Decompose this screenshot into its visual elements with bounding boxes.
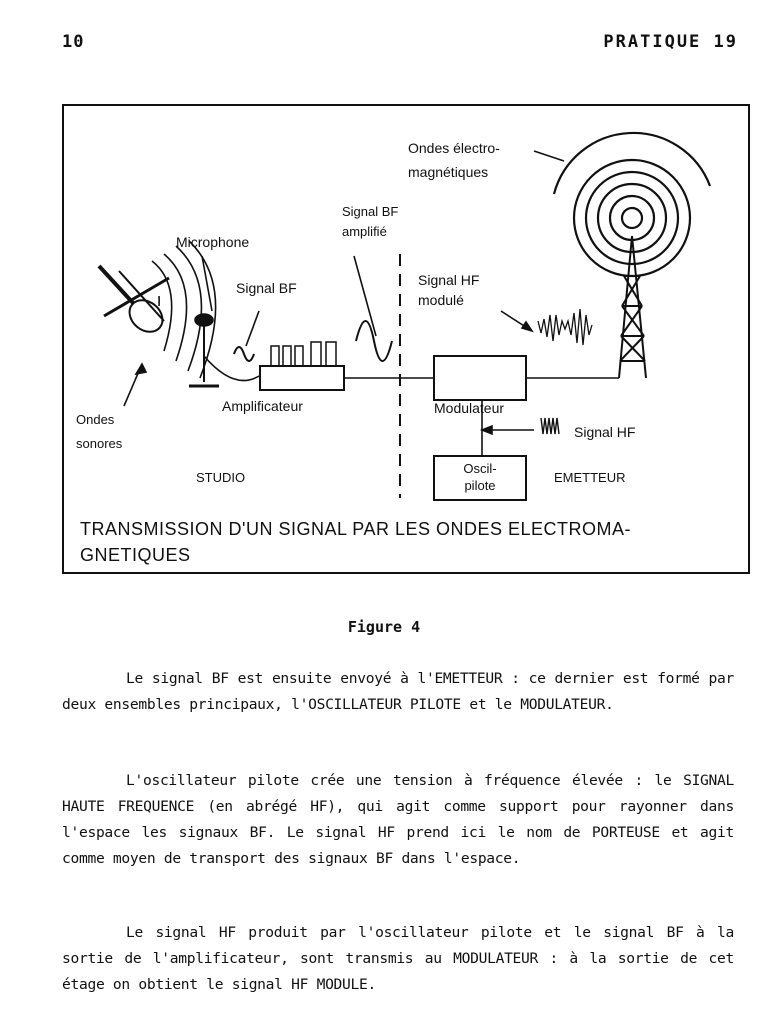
paragraph-3: Le signal HF produit par l'oscillateur p… [62, 920, 734, 998]
figure-diagram: Ondes électro- magnétiques Signal BF amp… [62, 104, 750, 574]
page-number: 10 [62, 32, 85, 52]
microphone-icon [189, 255, 260, 388]
label-modulateur: Modulateur [434, 400, 505, 416]
label-amplificateur: Amplificateur [222, 398, 303, 414]
antenna-tower-icon [618, 235, 647, 379]
paragraph-text: Le signal HF produit par l'oscillateur p… [62, 924, 734, 993]
paragraph-1: Le signal BF est ensuite envoyé à l'EMET… [62, 666, 734, 718]
hf-signal-icon [540, 417, 560, 435]
label-ondes-electromagnetiques: Ondes électro- magnétiques [408, 140, 500, 180]
modulator-box [433, 355, 527, 401]
label-studio: STUDIO [196, 470, 246, 485]
diagram-drawing [97, 131, 712, 501]
sound-waves-icon [151, 240, 217, 379]
label-ondes-sonores: Ondes sonores [76, 412, 123, 451]
label-signal-bf-amplifie: Signal BF amplifié [342, 204, 399, 239]
guitar-icon [97, 264, 170, 333]
label-emetteur: EMETTEUR [554, 470, 626, 485]
label-signal-hf-module: Signal HF modulé [418, 272, 480, 308]
amplifier-box [259, 365, 345, 391]
running-title: PRATIQUE 19 [603, 32, 738, 52]
modulated-wave-icon [537, 308, 593, 346]
tubes-icon [270, 341, 337, 367]
paragraph-text: L'oscillateur pilote crée une tension à … [62, 772, 734, 867]
paragraph-text: Le signal BF est ensuite envoyé à l'EMET… [62, 670, 734, 713]
figure-caption: TRANSMISSION D'UN SIGNAL PAR LES ONDES E… [80, 519, 632, 565]
label-signal-hf: Signal HF [574, 424, 636, 440]
oscillator-pilote-box: Oscil- pilote [434, 456, 526, 500]
em-waves-icon [552, 131, 712, 278]
label-signal-bf: Signal BF [236, 280, 297, 296]
label-microphone: Microphone [176, 234, 250, 250]
figure-title: Figure 4 [347, 618, 421, 636]
paragraph-2: L'oscillateur pilote crée une tension à … [62, 768, 734, 872]
